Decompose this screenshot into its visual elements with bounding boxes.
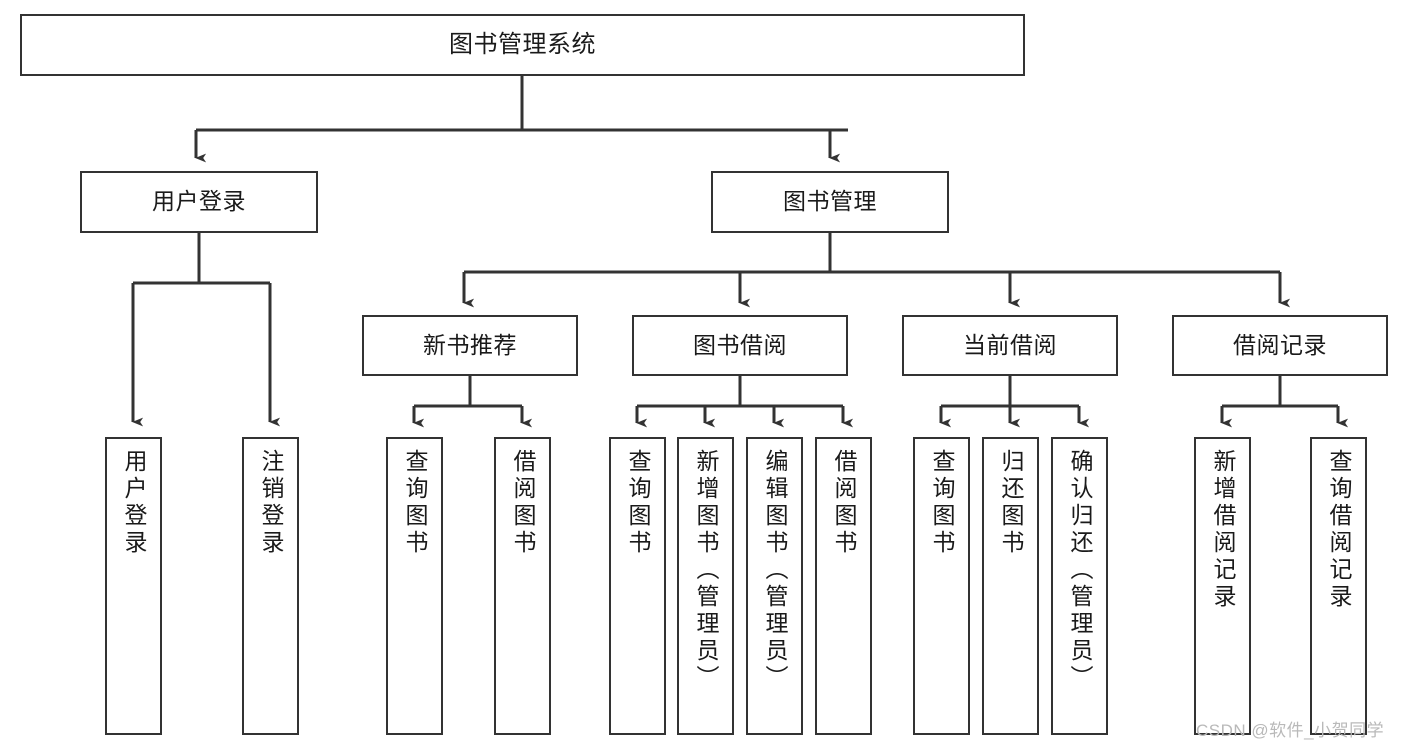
node-leaf-query-record[interactable]: 查询借阅记录 xyxy=(1310,437,1367,735)
node-label: 新书推荐 xyxy=(423,331,517,358)
node-borrowing-record[interactable]: 借阅记录 xyxy=(1172,315,1388,376)
node-leaf-add-book[interactable]: 新增图书（管理员） xyxy=(677,437,734,735)
node-root-book-management-system[interactable]: 图书管理系统 xyxy=(20,14,1025,76)
node-label: 用户登录 xyxy=(121,449,147,557)
node-label: 查询借阅记录 xyxy=(1326,449,1352,611)
node-label: 借阅记录 xyxy=(1233,331,1327,358)
node-label: 新增借阅记录 xyxy=(1210,449,1236,611)
csdn-watermark: CSDN @软件_小贺同学 xyxy=(1196,721,1385,740)
node-label: 新增图书（管理员） xyxy=(693,449,719,692)
node-leaf-edit-book[interactable]: 编辑图书（管理员） xyxy=(746,437,803,735)
node-label: 查询图书 xyxy=(625,449,651,557)
node-label: 注销登录 xyxy=(258,449,284,557)
node-label: 确认归还（管理员） xyxy=(1067,449,1093,692)
node-user-login[interactable]: 用户登录 xyxy=(80,171,318,233)
node-leaf-user-login[interactable]: 用户登录 xyxy=(105,437,162,735)
node-label: 图书借阅 xyxy=(693,331,787,358)
node-leaf-add-record[interactable]: 新增借阅记录 xyxy=(1194,437,1251,735)
node-label: 编辑图书（管理员） xyxy=(762,449,788,692)
node-leaf-return-book[interactable]: 归还图书 xyxy=(982,437,1039,735)
node-label: 借阅图书 xyxy=(831,449,857,557)
node-label: 查询图书 xyxy=(402,449,428,557)
node-label: 图书管理 xyxy=(783,188,877,215)
node-new-book-recommendation[interactable]: 新书推荐 xyxy=(362,315,578,376)
node-leaf-confirm-return[interactable]: 确认归还（管理员） xyxy=(1051,437,1108,735)
node-label: 查询图书 xyxy=(929,449,955,557)
node-leaf-logout[interactable]: 注销登录 xyxy=(242,437,299,735)
node-book-management[interactable]: 图书管理 xyxy=(711,171,949,233)
node-leaf-query-book-2[interactable]: 查询图书 xyxy=(609,437,666,735)
node-leaf-query-book-3[interactable]: 查询图书 xyxy=(913,437,970,735)
node-leaf-borrow-book-1[interactable]: 借阅图书 xyxy=(494,437,551,735)
node-label: 借阅图书 xyxy=(510,449,536,557)
node-leaf-borrow-book-2[interactable]: 借阅图书 xyxy=(815,437,872,735)
node-leaf-query-book-1[interactable]: 查询图书 xyxy=(386,437,443,735)
node-book-borrowing[interactable]: 图书借阅 xyxy=(632,315,848,376)
node-label: 归还图书 xyxy=(998,449,1024,557)
node-current-borrowing[interactable]: 当前借阅 xyxy=(902,315,1118,376)
node-label: 当前借阅 xyxy=(963,331,1057,358)
node-label: 图书管理系统 xyxy=(449,30,596,58)
node-label: 用户登录 xyxy=(152,188,246,215)
